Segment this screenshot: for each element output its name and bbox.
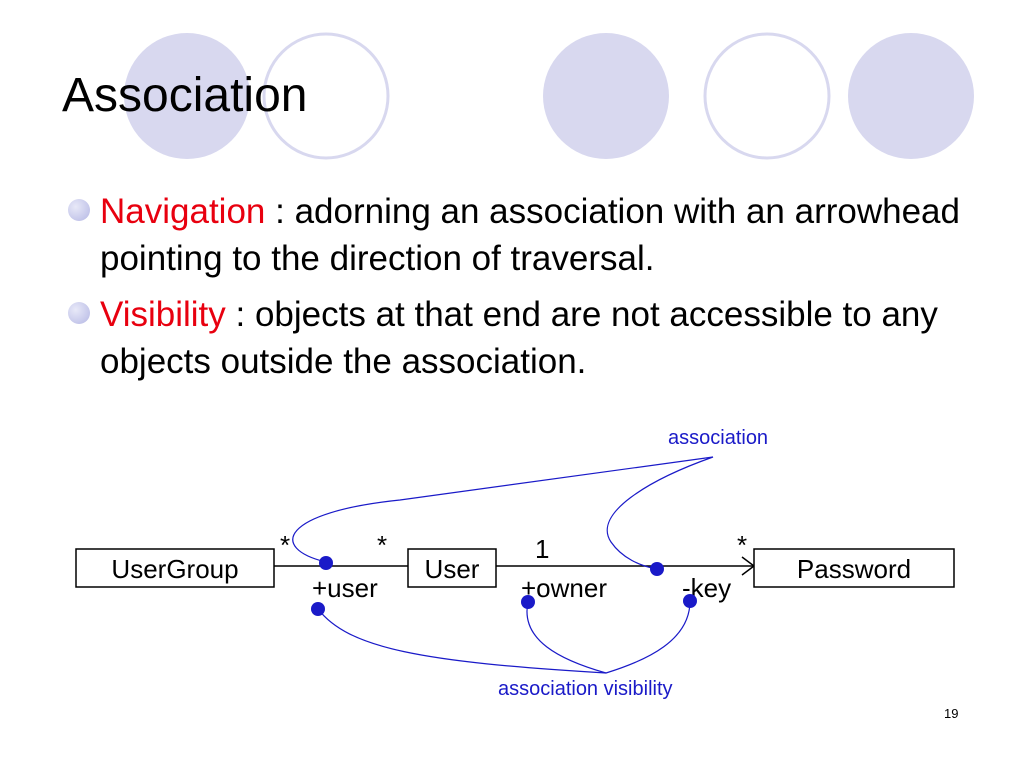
decor-circle-3 [543,33,669,159]
class-name-user: User [425,554,480,584]
decor-circle-5 [848,33,974,159]
annotation-association: association [668,427,768,449]
decor-circle-1 [124,33,250,159]
annotation-association-visibility: association visibility [498,678,673,700]
bullet-navigation: Navigation : adorning an association wit… [66,188,966,282]
bullet-term: Visibility [100,295,226,334]
multiplicity-usergroup-end: * [280,530,290,560]
class-box-password: Password [753,548,955,588]
bullet-icon [68,302,90,324]
bullet-term: Navigation [100,192,266,231]
bullet-list: Navigation : adorning an association wit… [66,188,966,394]
visibility-marker-dot [311,602,325,616]
multiplicity-password-end: * [737,530,747,560]
class-box-usergroup: UserGroup [75,548,275,588]
class-box-user: User [407,548,497,588]
bullet-visibility: Visibility : objects at that end are not… [66,291,966,385]
association-marker-dot [650,562,664,576]
class-name-password: Password [797,554,911,584]
association-connector-curve [292,456,714,570]
visibility-connector-curve [317,600,691,674]
association-marker-dot [319,556,333,570]
page-number: 19 [944,706,959,721]
bullet-icon [68,199,90,221]
role-user: +user [312,573,378,603]
bullet-text: : adorning an association with an arrowh… [100,192,960,278]
bullet-text: : objects at that end are not accessible… [100,295,938,381]
visibility-marker-dot [521,595,535,609]
role-owner: +owner [521,573,607,603]
visibility-marker-dot [683,594,697,608]
multiplicity-user-left-end: * [377,530,387,560]
class-name-usergroup: UserGroup [111,554,238,584]
visibility-connector-owner [526,601,607,674]
multiplicity-user-right-end: 1 [535,534,549,564]
decor-circle-2 [262,32,390,160]
decor-circle-4 [703,32,831,160]
slide-title: Association [62,69,308,122]
